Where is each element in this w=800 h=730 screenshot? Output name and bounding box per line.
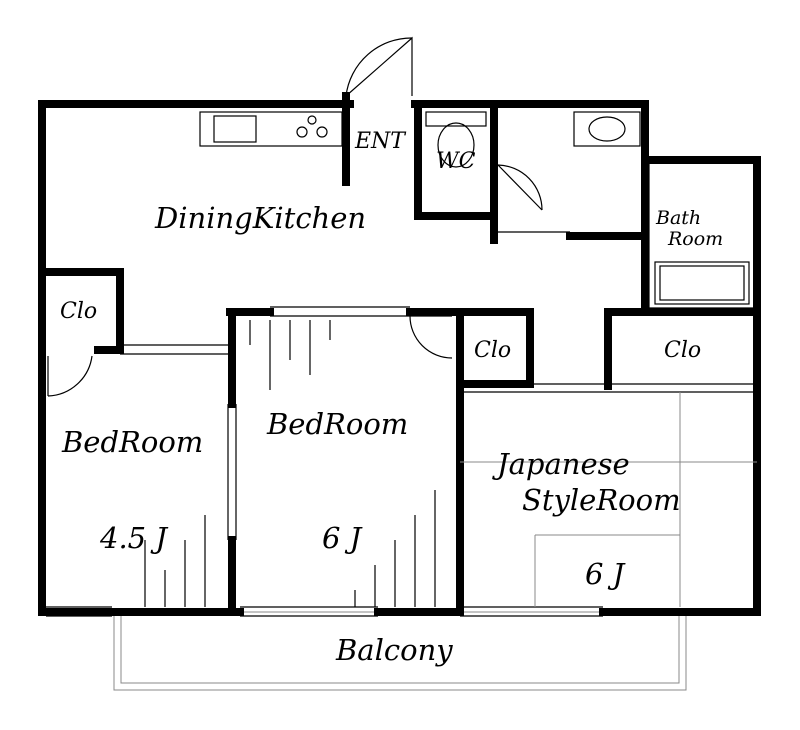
- bedroom-left-size: 4.5 J: [99, 521, 168, 555]
- doors: [47, 36, 543, 397]
- closet-right-label: Clo: [664, 338, 701, 363]
- toilet: [425, 111, 487, 168]
- japanese-room-label-line1: Japanese: [492, 447, 630, 481]
- bedroom-center-size: 6 J: [322, 521, 363, 555]
- closet-left-label: Clo: [60, 299, 97, 324]
- bath-label-line2: Room: [667, 228, 723, 250]
- wall-details: [46, 164, 757, 617]
- balcony-label: Balcony: [335, 633, 453, 667]
- japanese-room-label-line2: StyleRoom: [522, 483, 681, 517]
- bedroom-left-label: BedRoom: [61, 425, 203, 459]
- bathtub: [654, 261, 750, 305]
- entrance-label: ENT: [354, 129, 407, 154]
- dining-kitchen-label: DiningKitchen: [154, 201, 366, 235]
- washbasin: [573, 111, 641, 147]
- wc-label: WC: [436, 149, 476, 174]
- closet-center-label: Clo: [474, 338, 511, 363]
- bath-label-line1: Bath: [655, 207, 701, 229]
- bedroom-center-label: BedRoom: [266, 407, 408, 441]
- kitchen-counter: [199, 111, 343, 147]
- japanese-room-size: 6 J: [585, 557, 626, 591]
